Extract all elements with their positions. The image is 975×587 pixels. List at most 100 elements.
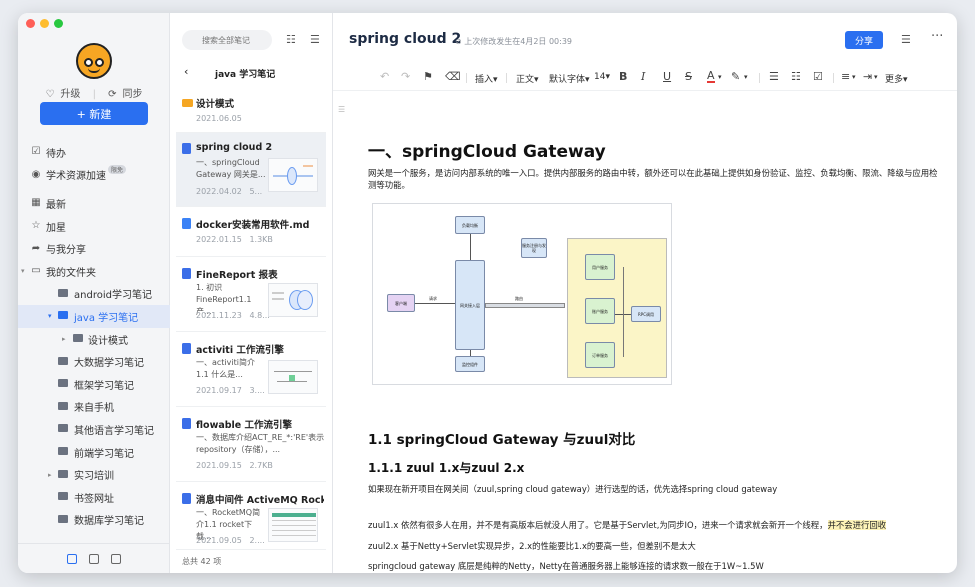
folder-icon bbox=[182, 99, 193, 107]
list-item[interactable]: 设计模式 2021.06.05 bbox=[176, 91, 326, 133]
format-painter-icon[interactable]: ⚑ bbox=[423, 70, 433, 83]
chevron-down-icon[interactable]: ▾ bbox=[874, 73, 878, 81]
minimize-window-button[interactable] bbox=[40, 19, 49, 28]
folder-item-internship[interactable]: ▸实习培训 bbox=[48, 469, 114, 483]
sidebar-item-todo[interactable]: ☑待办 bbox=[31, 146, 66, 160]
highlight-icon[interactable]: ✎ bbox=[731, 70, 741, 83]
strikethrough-icon[interactable]: S bbox=[685, 70, 692, 83]
diagram-account-service: 账户服务 bbox=[585, 298, 615, 324]
sidebar-nav: ☑待办 ◉学术资源加速限免 ▦最新 ☆加星 ➦与我分享 ▾▭我的文件夹 andr… bbox=[18, 141, 170, 531]
layout-two-column-icon[interactable] bbox=[89, 553, 99, 564]
folder-icon bbox=[58, 311, 68, 321]
new-note-button[interactable]: + 新建 bbox=[40, 102, 148, 125]
note-thumbnail bbox=[268, 508, 318, 542]
markdown-icon bbox=[182, 218, 191, 229]
redo-icon[interactable]: ↷ bbox=[401, 70, 411, 83]
sort-icon[interactable]: ☰ bbox=[310, 33, 320, 46]
list-item[interactable]: FineReport 报表 1. 初识 FineReport1.1 产... 2… bbox=[176, 257, 326, 332]
layout-three-column-icon[interactable] bbox=[67, 553, 77, 564]
folder-icon bbox=[58, 356, 68, 367]
bold-icon[interactable]: B bbox=[619, 70, 628, 83]
font-color-icon[interactable]: A bbox=[707, 69, 715, 83]
maximize-window-button[interactable] bbox=[54, 19, 63, 28]
folder-icon bbox=[58, 469, 68, 480]
sidebar: ♡升级 | ⟳同步 + 新建 ☑待办 ◉学术资源加速限免 ▦最新 ☆加星 ➦与我… bbox=[18, 13, 170, 573]
upgrade-link[interactable]: ♡升级 bbox=[45, 89, 81, 100]
chevron-right-icon[interactable]: ▸ bbox=[62, 335, 66, 344]
list-item[interactable]: activiti 工作流引擎 一、activiti简介1.1 什么是... 20… bbox=[176, 332, 326, 407]
sidebar-item-academic[interactable]: ◉学术资源加速限免 bbox=[18, 164, 170, 187]
folder-item-frontend[interactable]: 前端学习笔记 bbox=[18, 441, 170, 464]
folder-item-database[interactable]: 数据库学习笔记 bbox=[18, 509, 170, 532]
sidebar-item-shared[interactable]: ➦与我分享 bbox=[31, 242, 86, 257]
folder-item-framework[interactable]: 框架学习笔记 bbox=[18, 373, 170, 396]
chevron-down-icon[interactable]: ▾ bbox=[744, 73, 748, 81]
chevron-down-icon[interactable]: ▾ bbox=[718, 73, 722, 81]
last-modified-status: ⊘ 上次修改发生在4月2日 00:39 bbox=[455, 37, 573, 46]
folder-item-android[interactable]: android学习笔记 bbox=[18, 283, 170, 306]
chevron-down-icon[interactable]: ▾ bbox=[21, 267, 25, 276]
layout-single-column-icon[interactable] bbox=[111, 553, 121, 564]
insert-menu[interactable]: 插入▾ bbox=[475, 75, 498, 85]
editor-panel: spring cloud 2 ⊘ 上次修改发生在4月2日 00:39 分享 ☰ … bbox=[333, 13, 957, 573]
document-title[interactable]: spring cloud 2 bbox=[349, 31, 462, 47]
sync-link[interactable]: ⟳同步 bbox=[108, 89, 143, 100]
outline-icon[interactable]: ☰ bbox=[901, 33, 911, 46]
check-circle-icon: ⊘ bbox=[455, 37, 462, 46]
heading-2: 1.1 springCloud Gateway 与zuul对比 bbox=[368, 432, 636, 448]
sidebar-item-latest[interactable]: ▦最新 bbox=[31, 197, 66, 211]
italic-icon[interactable]: I bbox=[641, 70, 646, 83]
list-item[interactable]: docker安装常用软件.md 2022.01.15 1.3KB bbox=[176, 207, 326, 257]
note-doc-icon bbox=[182, 143, 191, 154]
chevron-down-icon[interactable]: ▾ bbox=[852, 73, 856, 81]
chevron-right-icon[interactable]: ▸ bbox=[48, 470, 52, 479]
checklist-icon[interactable]: ☑ bbox=[813, 70, 823, 83]
gateway-architecture-diagram[interactable]: 负载均衡 服务注册与发现 客户端 网关接入层 监控组件 请求 路由 用户服务 账… bbox=[372, 203, 672, 385]
diagram-client: 客户端 bbox=[387, 294, 415, 312]
font-size-select[interactable]: 14▾ bbox=[594, 72, 610, 82]
formatting-toolbar: ↶ ↷ ⚑ ⌫ 插入▾ 正文▾ 默认字体▾ 14▾ B I U S A ▾ ✎ … bbox=[333, 65, 957, 91]
folder-item-bigdata[interactable]: 大数据学习笔记 bbox=[18, 350, 170, 373]
underline-icon[interactable]: U bbox=[663, 70, 672, 83]
bullet-list-icon[interactable]: ☰ bbox=[769, 70, 779, 83]
folder-item-bookmarks[interactable]: 书签网址 bbox=[18, 486, 170, 509]
list-item[interactable]: flowable 工作流引擎 一、数据库介绍ACT_RE_*:'RE'表示 re… bbox=[176, 407, 326, 482]
app-window: ♡升级 | ⟳同步 + 新建 ☑待办 ◉学术资源加速限免 ▦最新 ☆加星 ➦与我… bbox=[18, 13, 957, 573]
share-button[interactable]: 分享 bbox=[845, 31, 883, 49]
list-item[interactable]: spring cloud 2 一、springCloud Gateway 网关是… bbox=[176, 133, 326, 207]
more-options-icon[interactable]: ··· bbox=[931, 29, 944, 44]
academic-icon: ◉ bbox=[31, 168, 41, 180]
folder-item-design-patterns[interactable]: ▸设计模式 bbox=[62, 334, 128, 347]
folder-icon bbox=[58, 424, 68, 434]
folder-icon bbox=[58, 288, 68, 299]
clear-format-icon[interactable]: ⌫ bbox=[445, 70, 461, 83]
folder-header: ‹ java 学习笔记 bbox=[170, 65, 333, 81]
undo-icon[interactable]: ↶ bbox=[380, 70, 390, 83]
sidebar-item-starred[interactable]: ☆加星 bbox=[31, 220, 66, 234]
outline-toggle-icon[interactable]: ☰ bbox=[338, 105, 346, 114]
back-arrow-icon[interactable]: ‹ bbox=[184, 65, 189, 78]
folder-title: java 学习笔记 bbox=[215, 70, 276, 80]
text-style-select[interactable]: 正文▾ bbox=[516, 75, 539, 85]
avatar[interactable] bbox=[76, 43, 112, 79]
close-window-button[interactable] bbox=[26, 19, 35, 28]
sidebar-view-switcher bbox=[18, 543, 170, 573]
list-item[interactable]: 消息中间件 ActiveMQ Rock... 一、RocketMQ简介1.1 r… bbox=[176, 482, 326, 550]
star-icon: ☆ bbox=[31, 220, 41, 232]
indent-icon[interactable]: ⇥ bbox=[863, 70, 873, 83]
folder-item-java[interactable]: ▾java 学习笔记 bbox=[18, 305, 170, 328]
grid-icon: ▦ bbox=[31, 197, 41, 209]
search-input[interactable] bbox=[182, 30, 272, 50]
chevron-down-icon[interactable]: ▾ bbox=[48, 312, 52, 321]
paragraph-gateway-netty: springcloud gateway 底层是纯粹的Netty，Netty在普通… bbox=[368, 561, 764, 571]
folder-item-other-languages[interactable]: 其他语言学习笔记 bbox=[18, 418, 170, 441]
sidebar-item-my-folders[interactable]: ▾▭我的文件夹 bbox=[21, 265, 96, 279]
folder-item-from-phone[interactable]: 来自手机 bbox=[18, 396, 170, 419]
numbered-list-icon[interactable]: ☷ bbox=[791, 70, 801, 83]
align-icon[interactable]: ≡ bbox=[841, 70, 851, 83]
folder-icon bbox=[58, 492, 68, 502]
font-family-select[interactable]: 默认字体▾ bbox=[549, 75, 590, 85]
more-tools-menu[interactable]: 更多▾ bbox=[885, 75, 908, 85]
paragraph-intro: 网关是一个服务，是访问内部系统的唯一入口。提供内部服务的路由中转，额外还可以在此… bbox=[368, 168, 938, 190]
view-mode-icon[interactable]: ☷ bbox=[286, 33, 296, 46]
